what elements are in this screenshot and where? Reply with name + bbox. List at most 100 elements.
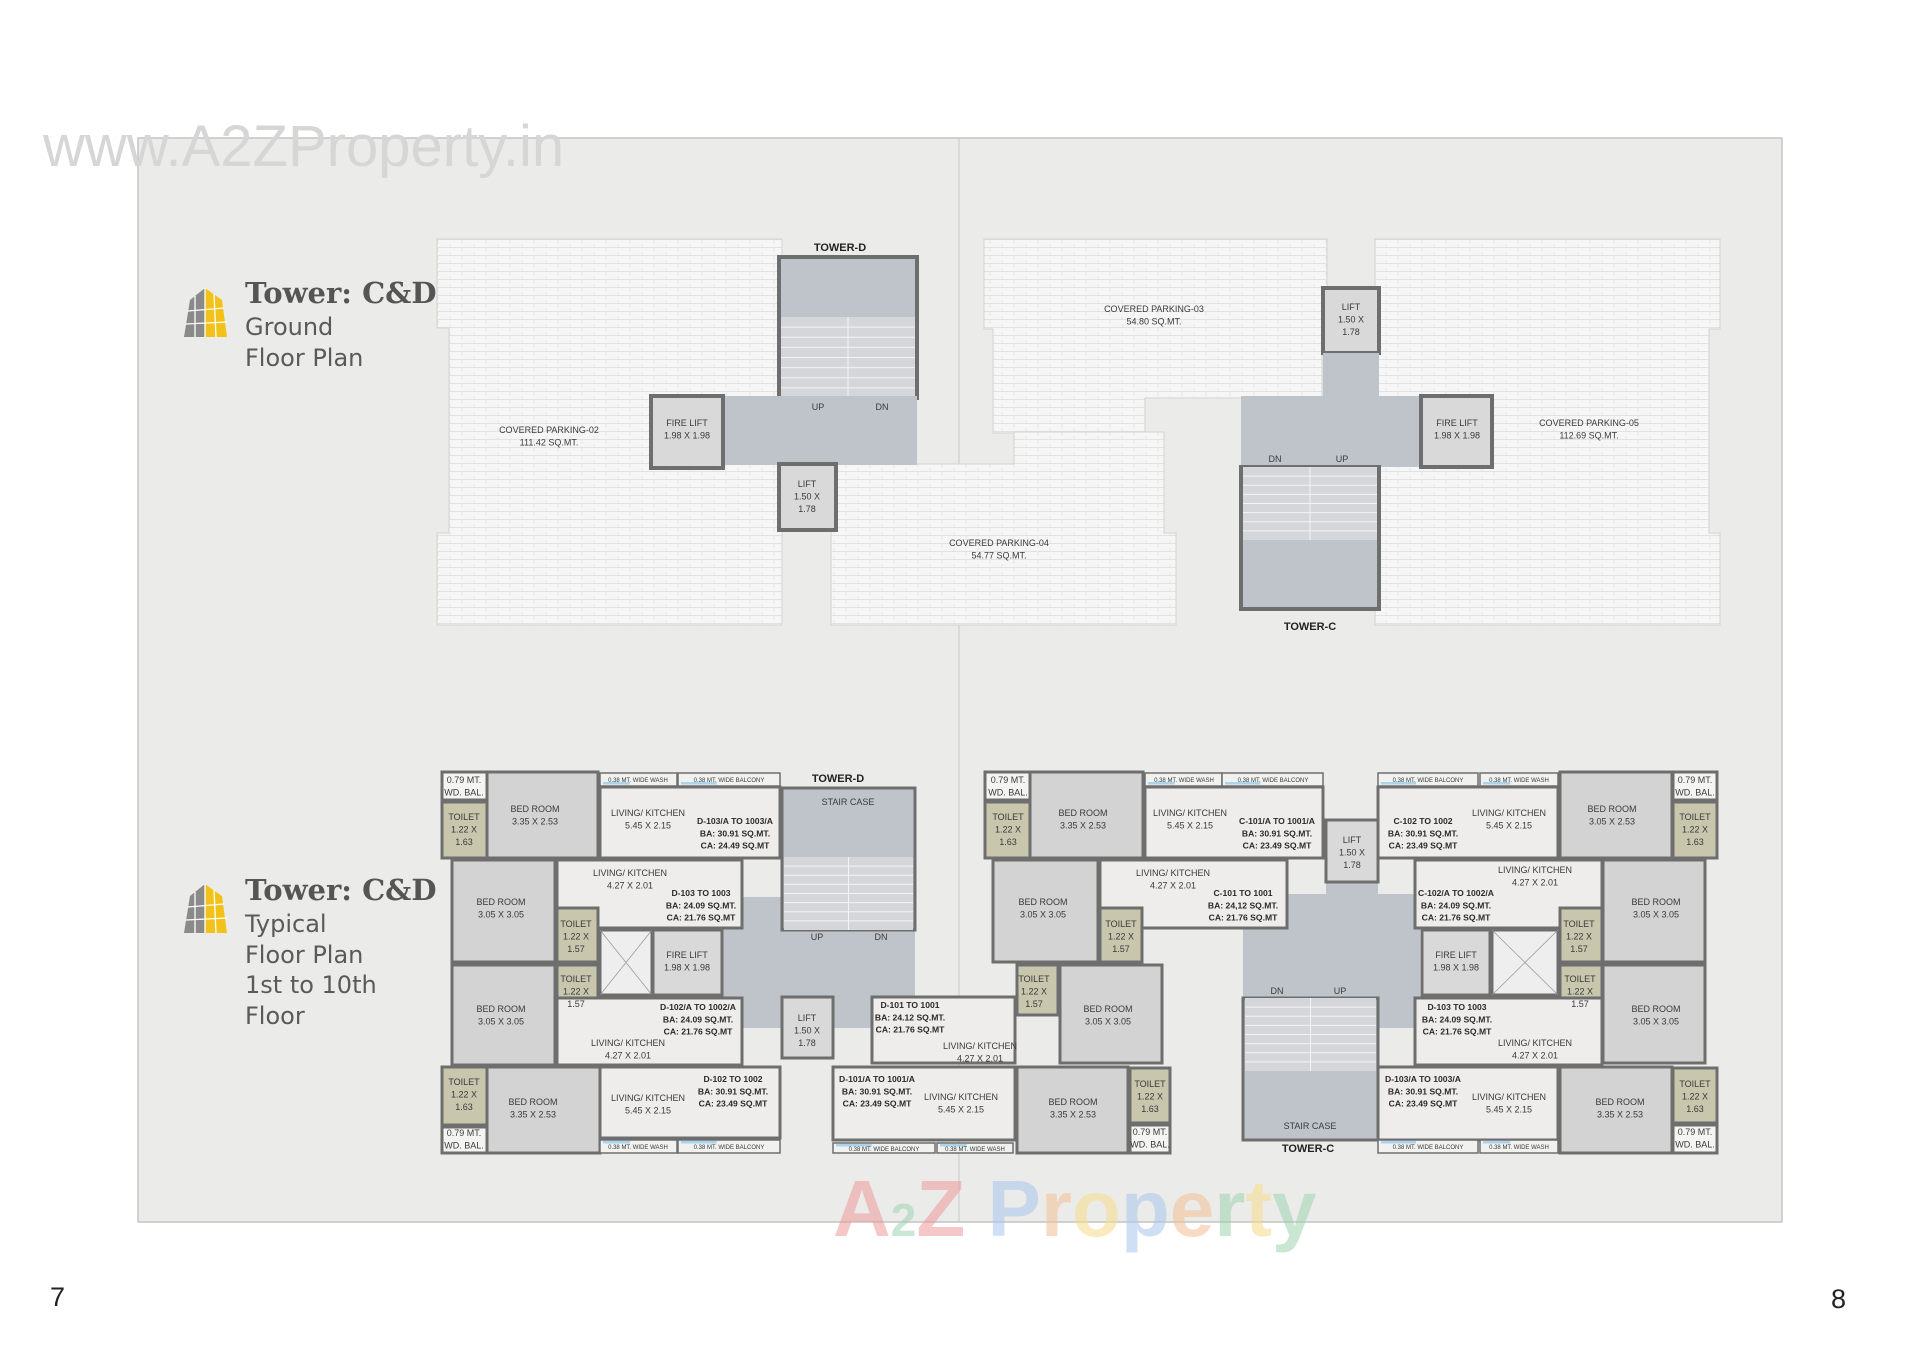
typical-floor-plan: 0.79 MT. WD. BAL. TOILET 1.22 X 1.63 BED ROOM… [440,770,1719,1155]
wash-balcony-strip-label: 0.38 MT. WIDE WASH [945,1147,1005,1153]
unit-area-label: CA: 23.49 SQ.MT [699,1099,769,1109]
wardrobe-balcony [1671,1123,1719,1155]
window [1381,782,1416,785]
core-label: 1.50 X [794,492,820,502]
unit-area-label: D-101 TO 1001 [880,1000,939,1010]
toilet [1098,906,1144,964]
toilet-label: TOILET [448,1077,480,1087]
unit-area-label: CA: 21.76 SQ.MT [667,913,737,923]
toilet-label: 1.22 X [451,1090,477,1100]
toilet-label: 1.57 [1025,999,1043,1009]
wardrobe-balcony-label: WD. BAL. [444,1141,484,1151]
lift-label: 1.78 [1343,860,1361,870]
living-kitchen-label: LIVING/ KITCHEN [1472,1092,1546,1102]
bedroom [450,963,557,1067]
bedroom-label: BED ROOM [1048,1097,1097,1107]
tower-d-label: TOWER-D [812,773,864,785]
unit-area-label: D-102 TO 1002 [703,1074,762,1084]
toilet [1015,963,1060,1017]
ground-floor-title: Tower: C&D [245,276,437,310]
living-kitchen-label: LIVING/ KITCHEN [1136,868,1210,878]
living-kitchen [1143,785,1325,860]
wash-balcony-strip-label: 0.38 MT. WIDE WASH [1489,778,1549,784]
watermark-letter: y [1272,1164,1317,1253]
living-kitchen-label: 5.45 X 2.15 [625,821,671,831]
bedroom-label: 3.35 X 2.53 [512,817,558,827]
core-label: FIRE LIFT [1436,418,1478,428]
wardrobe-balcony-label: 0.79 MT. [447,775,482,785]
core-label: 1.98 X 1.98 [664,431,710,441]
bedroom-label: 3.35 X 2.53 [1050,1110,1096,1120]
toilet-label: 1.22 X [563,932,589,942]
bedroom-label: 3.35 X 2.53 [1060,821,1106,831]
bedroom-label: 3.05 X 3.05 [478,910,524,920]
bedroom-label: 3.05 X 3.05 [478,1017,524,1027]
window [1483,1141,1511,1144]
wash-balcony-strip-label: 0.38 MT. WIDE BALCONY [849,1147,920,1153]
toilet-label: TOILET [1105,919,1137,929]
wardrobe-balcony-label: 0.79 MT. [447,1128,482,1138]
bedroom-label: BED ROOM [476,897,525,907]
window [681,1141,717,1144]
bedroom-label: 3.05 X 3.05 [1633,910,1679,920]
wardrobe-balcony-label: 0.79 MT. [1678,1127,1713,1137]
label-label: DN [1271,986,1284,996]
wardrobe-balcony [1128,1123,1172,1155]
core-label: FIRE LIFT [666,418,708,428]
watermark-letter: P [987,1164,1040,1253]
building-logo-icon [184,288,228,338]
toilet-label: TOILET [560,974,592,984]
unit-area-label: BA: 24.09 SQ.MT. [666,900,736,910]
lift [1321,286,1381,355]
bedroom-label: BED ROOM [476,1004,525,1014]
unit-area-label: BA: 30.91 SQ.MT. [700,828,770,838]
page-number-left: 7 [50,1282,65,1312]
unit-area-label: D-102/A TO 1002/A [660,1002,736,1012]
bedroom-label: BED ROOM [1631,897,1680,907]
toilet-label: TOILET [992,812,1024,822]
lift-label: 1.50 X [1339,848,1365,858]
fire-lift [649,394,725,470]
toilet-label: 1.22 X [1021,987,1047,997]
wash-balcony-strip-label: 0.38 MT. WIDE WASH [608,778,668,784]
living-kitchen [1413,996,1604,1067]
typical-floor-subtitle-line: 1st to 10th [245,971,377,999]
core-label: 1.50 X [1338,315,1364,325]
watermark-letter [965,1164,987,1253]
window [1148,782,1175,785]
wardrobe-balcony-label: 0.79 MT. [991,775,1026,785]
watermark-letter: A [833,1164,891,1253]
toilet-label: 1.63 [455,1102,473,1112]
unit-area-label: CA: 23.49 SQ.MT [1389,1099,1459,1109]
tower-d-label: TOWER-D [814,242,866,254]
unit-area-label: D-103/A TO 1003/A [697,816,773,826]
lift-label: LIFT [1343,835,1362,845]
toilet-label: 1.22 X [451,825,477,835]
unit-area-label: CA: 21.76 SQ.MT [1423,1027,1493,1037]
lift [1324,818,1380,884]
living-kitchen-label: LIVING/ KITCHEN [611,808,685,818]
unit-area-label: BA: 30.91 SQ.MT. [1388,828,1458,838]
living-kitchen-label: 4.27 X 2.01 [605,1051,651,1061]
unit-area-label: C-101/A TO 1001/A [1239,816,1315,826]
ground-floor-subtitle-line: Floor Plan [245,344,363,372]
watermark-letter: t [1245,1164,1272,1253]
toilet-label: 1.57 [1571,999,1589,1009]
bedroom [1015,1065,1130,1155]
living-kitchen [1413,858,1604,930]
bedroom [1601,963,1707,1065]
core-label: UP [812,402,825,412]
toilet-label: 1.22 X [1682,825,1708,835]
living-kitchen [598,1065,782,1140]
toilet-label: 1.63 [1141,1104,1159,1114]
lift-label: 1.98 X 1.98 [1433,963,1479,973]
toilet-label: TOILET [560,919,592,929]
toilet [440,800,489,860]
wash-balcony-strip-label: 0.38 MT. WIDE BALCONY [1393,1145,1464,1151]
core-label: 1.78 [798,504,816,514]
bedroom-label: BED ROOM [508,1097,557,1107]
lift [777,462,838,532]
living-kitchen-label: 5.45 X 2.15 [1486,821,1532,831]
watermark-letter: 2 [891,1194,917,1246]
